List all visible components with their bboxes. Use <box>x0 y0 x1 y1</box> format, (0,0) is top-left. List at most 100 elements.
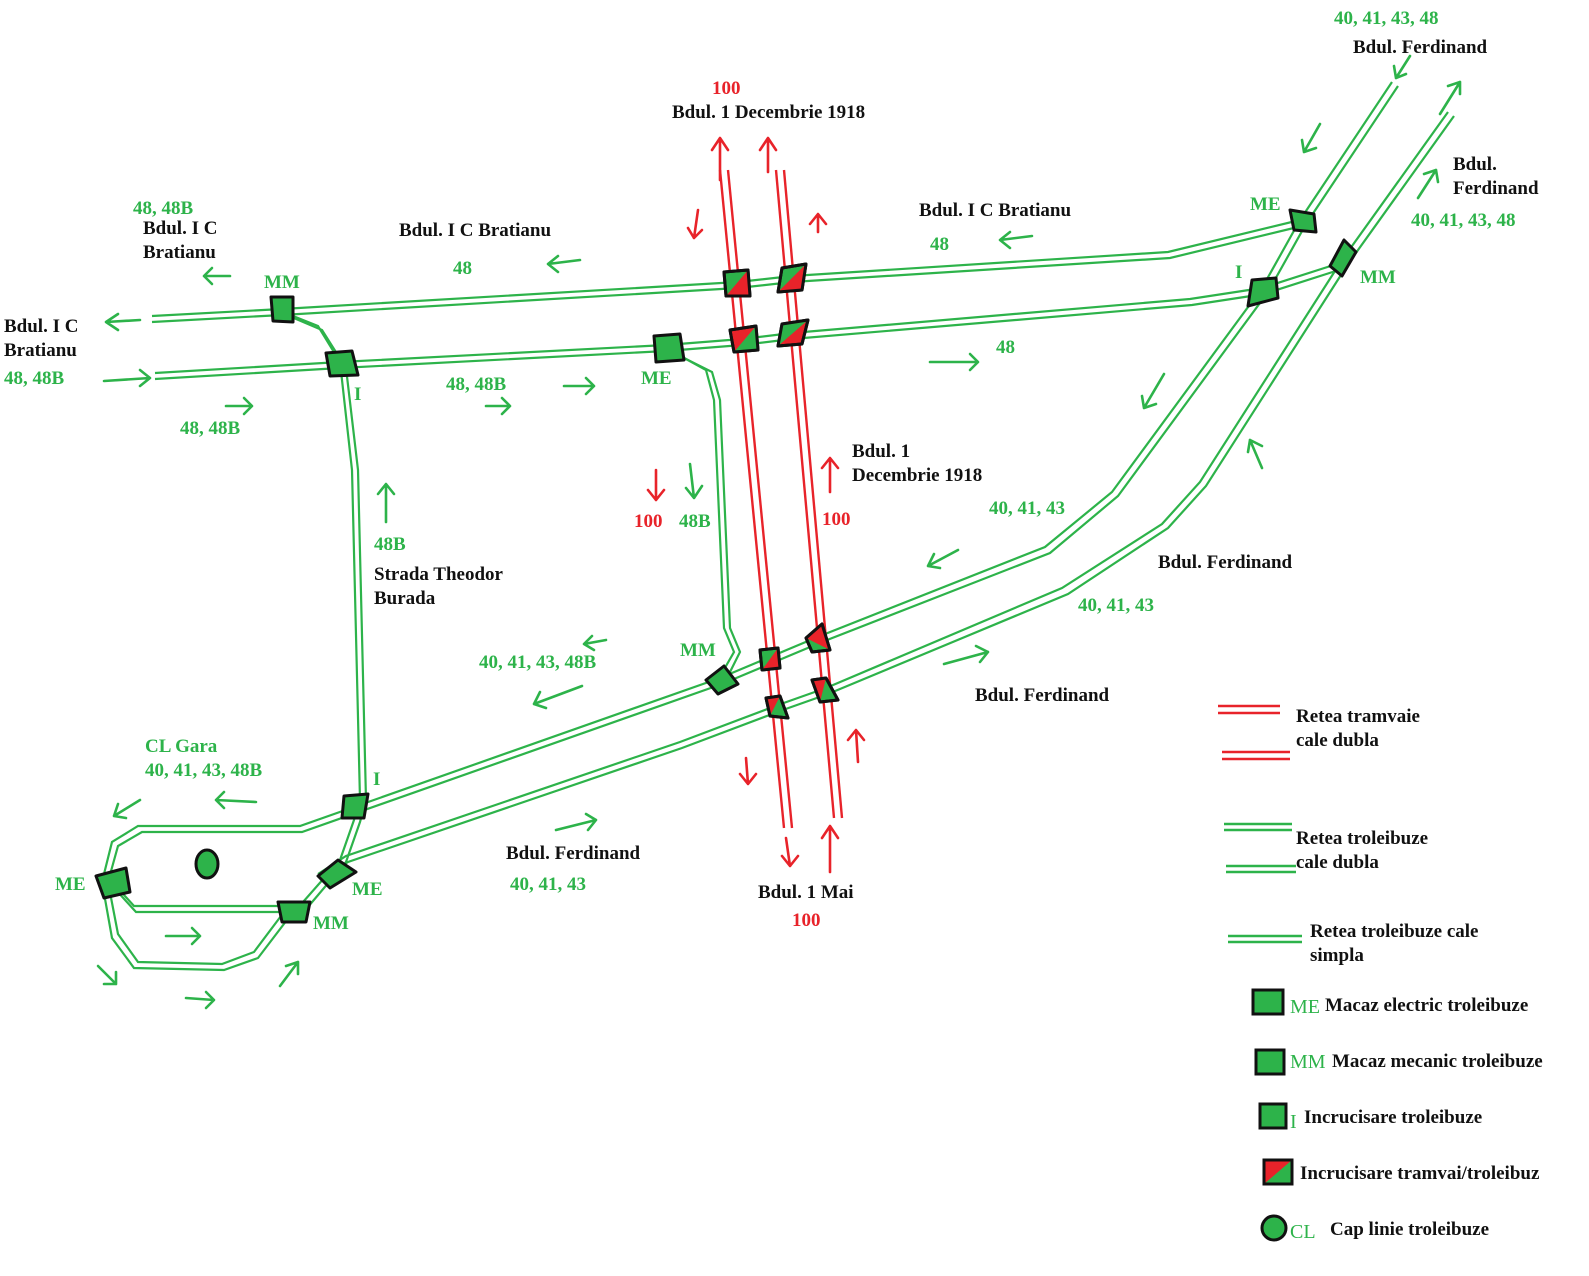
legend-mm: MM Macaz mecanic troleibuze <box>1254 1048 1543 1076</box>
arrow-icon <box>562 376 596 396</box>
street-label: Bdul. Ferdinand <box>1353 37 1488 58</box>
route-label: 48B <box>374 534 406 555</box>
street-label: Bdul. 1 Decembrie 1918 <box>672 102 865 123</box>
node-labels: MM I ME ME I MM MM I ME MM ME <box>55 194 1396 934</box>
street-label: Ferdinand <box>1453 178 1539 199</box>
arrow-icon <box>202 266 232 286</box>
legend-abbr: MM <box>1290 1051 1326 1073</box>
terminal-cl-gara <box>194 848 220 880</box>
route-label: 40, 41, 43 <box>989 498 1065 519</box>
me-link-line-b <box>671 351 742 685</box>
arrow-icon <box>1246 438 1264 470</box>
street-label: Bdul. 1 <box>852 441 910 462</box>
node-label-mm: MM <box>313 913 349 934</box>
node-label-i: I <box>354 384 361 405</box>
node-label-i: I <box>373 769 380 790</box>
legend-label: Incrucisare tramvai/troleibuz <box>1300 1163 1540 1184</box>
arrow-icon <box>582 634 608 652</box>
route-label: 48 <box>453 258 472 279</box>
route-label: 48, 48B <box>180 418 241 439</box>
route-label: 100 <box>822 509 851 530</box>
route-label: 48 <box>996 337 1015 358</box>
arrow-icon <box>184 990 216 1010</box>
street-label: Bratianu <box>143 242 216 263</box>
tram-trolley-crossing <box>722 268 752 298</box>
arrow-icon <box>686 208 704 240</box>
arrow-icon <box>1140 372 1166 410</box>
arrow-icon <box>278 960 300 988</box>
tram-trolley-crossing <box>804 622 832 654</box>
arrow-icon <box>684 462 704 500</box>
legend-label: Cap linie troleibuze <box>1330 1219 1489 1240</box>
arrow-icon <box>846 728 866 764</box>
switch-me-bratianu-center <box>652 332 686 364</box>
node-label-me: ME <box>641 368 672 389</box>
street-label: Bdul. I C <box>143 218 217 239</box>
tram-trolley-crossing <box>810 676 840 704</box>
tram-trolley-crossing <box>776 318 810 348</box>
route-label: 48B <box>679 511 711 532</box>
legend-abbr: ME <box>1290 996 1320 1018</box>
street-label: Bdul. Ferdinand <box>1158 552 1293 573</box>
tram-trolley-crossing <box>764 694 790 720</box>
node-label-me: ME <box>1250 194 1281 215</box>
legend-trolley-double: Retea troleibuze cale dubla <box>1224 822 1428 874</box>
switch-me-gara-s <box>316 858 358 890</box>
street-label: Bdul. Ferdinand <box>975 685 1110 706</box>
legend-label: cale dubla <box>1296 730 1379 751</box>
switch-mm-bratianu-w <box>269 295 295 324</box>
arrow-icon <box>928 352 980 372</box>
direction-arrows <box>96 54 1462 1010</box>
street-labels: Bdul. Ferdinand Bdul. Ferdinand Bdul. 1 … <box>4 37 1539 903</box>
arrow-icon <box>998 230 1034 250</box>
street-label: Bdul. I C Bratianu <box>399 220 551 241</box>
ferdinand-ne-line-1b <box>106 85 1399 883</box>
legend-tram-trolley-crossing: Incrucisare tramvai/troleibuz <box>1262 1158 1540 1186</box>
arrow-icon <box>1416 168 1440 200</box>
arrow-icon <box>224 396 254 416</box>
route-label: 40, 41, 43 <box>510 874 586 895</box>
legend-label: Retea troleibuze cale <box>1310 921 1478 942</box>
legend-label: Incrucisare troleibuze <box>1304 1107 1482 1128</box>
route-label: CL Gara <box>145 736 218 757</box>
legend-label: Retea tramvaie <box>1296 706 1420 727</box>
legend-tram-double: Retea tramvaie cale dubla <box>1218 704 1420 761</box>
burada-line-b <box>288 314 368 915</box>
route-label: 40, 41, 43, 48 <box>1334 8 1439 29</box>
legend-abbr: CL <box>1290 1221 1316 1243</box>
arrow-icon <box>1438 80 1462 116</box>
node-label-mm: MM <box>264 272 300 293</box>
street-label: Bdul. I C Bratianu <box>919 200 1071 221</box>
tram-trolley-crossing <box>728 324 760 354</box>
arrow-icon <box>646 468 666 502</box>
route-labels: 40, 41, 43, 48 40, 41, 43, 48 100 48, 48… <box>4 8 1516 931</box>
arrow-icon <box>104 312 142 332</box>
arrow-icon <box>554 812 598 832</box>
tram-trolley-crossing <box>758 646 782 672</box>
arrow-icon <box>96 964 118 986</box>
legend-label: Macaz mecanic troleibuze <box>1332 1051 1543 1072</box>
legend-i: I Incrucisare troleibuze <box>1258 1102 1482 1133</box>
arrow-icon <box>710 136 730 182</box>
legend-abbr: I <box>1290 1111 1297 1133</box>
gara-loop-inner-b <box>115 889 296 914</box>
street-label: Bratianu <box>4 340 77 361</box>
arrow-icon <box>214 790 258 810</box>
switch-mm-gara <box>276 900 312 924</box>
ferdinand-ne-line-2b <box>319 115 1455 881</box>
arrow-icon <box>820 456 840 494</box>
street-label: Bdul. 1 Mai <box>758 882 854 903</box>
legend-label: Macaz electric troleibuze <box>1325 995 1528 1016</box>
arrow-icon <box>758 136 778 174</box>
trolleybus-network <box>100 81 1455 972</box>
arrow-icon <box>808 212 828 234</box>
arrow-icon <box>820 824 840 874</box>
switch-nodes <box>94 208 1358 924</box>
burada-line <box>282 310 362 911</box>
route-label: 48, 48B <box>4 368 65 389</box>
street-label: Bdul. <box>1453 154 1497 175</box>
tram-trolley-crossing <box>776 262 808 294</box>
arrow-icon <box>102 368 152 388</box>
crossing-i-burada-s <box>340 792 370 820</box>
